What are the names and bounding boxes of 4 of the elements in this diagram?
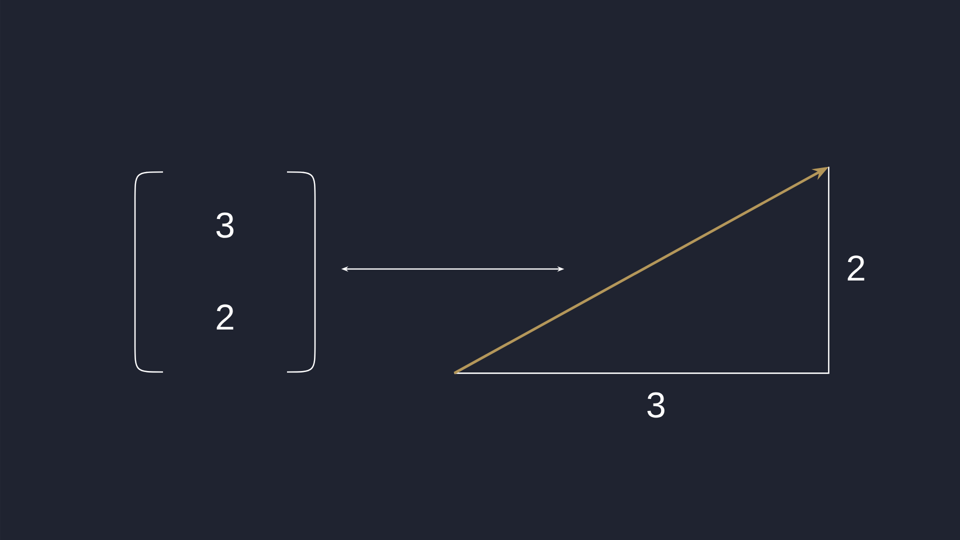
vector-triangle-drawing xyxy=(454,166,830,374)
leg-label: 2 xyxy=(848,255,864,281)
leg-label: 3 xyxy=(647,392,664,418)
column-vector: 3 2 xyxy=(134,171,316,373)
